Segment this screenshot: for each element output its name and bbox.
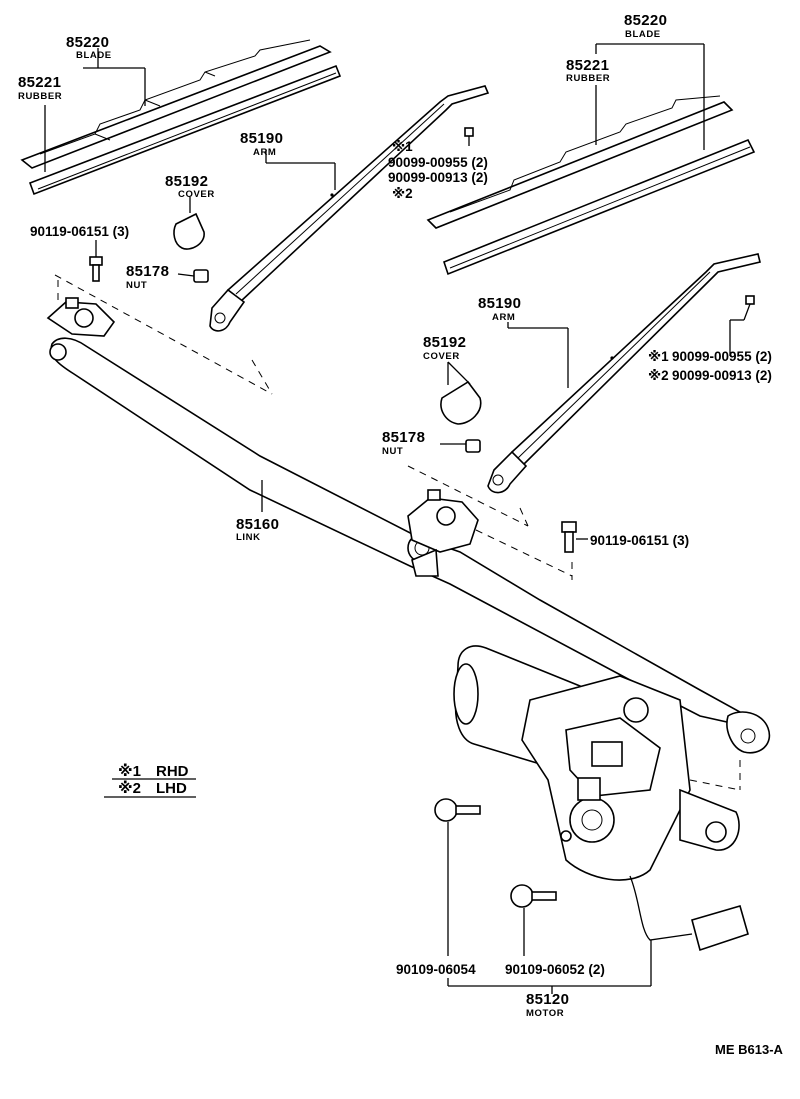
left-arm-callout [265, 150, 336, 190]
right-screw2-pn: 90099-00913 (2) [672, 368, 772, 383]
legend-mark-2: ※2 [118, 779, 141, 797]
left-arm-name: ARM [253, 147, 276, 158]
right-nut-name: NUT [382, 446, 403, 457]
left-blade-drawing [20, 39, 342, 196]
right-blade-number: 85220 [624, 12, 667, 29]
right-cover-name: COVER [423, 351, 460, 362]
motor-drawing [453, 645, 749, 952]
left-screw-mark1: ※1 [392, 139, 413, 154]
motor-number: 85120 [526, 991, 569, 1008]
right-rubber-name: RUBBER [566, 73, 610, 84]
right-pivot-drawing [407, 465, 573, 580]
right-cover-number: 85192 [423, 334, 466, 351]
right-arm-number: 85190 [478, 295, 521, 312]
motor-bolt2-drawing [510, 884, 557, 956]
left-cover-name: COVER [178, 189, 215, 200]
left-arm-number: 85190 [240, 130, 283, 147]
left-arm-drawing [209, 85, 490, 332]
right-arm-name: ARM [492, 312, 515, 323]
left-pivot-drawing [46, 274, 273, 395]
link-name: LINK [236, 532, 261, 543]
left-screw-pn1: 90099-00955 (2) [388, 155, 488, 170]
left-bolt-drawing [89, 240, 103, 282]
right-screw1-mark: ※1 [648, 349, 669, 364]
right-bolt-drawing [561, 521, 588, 553]
diagram-code: ME B613-A [715, 1042, 784, 1057]
left-nut-drawing [177, 269, 209, 283]
right-rubber-number: 85221 [566, 57, 609, 74]
link-number: 85160 [236, 516, 279, 533]
left-nut-number: 85178 [126, 263, 169, 280]
motor-name: MOTOR [526, 1008, 564, 1019]
right-screw2-mark: ※2 [648, 368, 669, 383]
right-blade-drawing [426, 95, 756, 276]
motor-bolt1-pn: 90109-06054 [396, 962, 476, 977]
left-cover-drawing [173, 197, 205, 250]
left-blade-callout [44, 48, 146, 172]
right-arm-drawing [487, 253, 761, 494]
left-blade-number: 85220 [66, 34, 109, 51]
right-cover-drawing [440, 361, 482, 425]
right-nut-drawing [440, 439, 481, 453]
motor-callout [447, 940, 652, 994]
link-drawing [49, 337, 771, 754]
right-nut-number: 85178 [382, 429, 425, 446]
legend-label-2: LHD [156, 780, 187, 797]
right-screw-drawing [729, 295, 755, 356]
right-screw1-pn: 90099-00955 (2) [672, 349, 772, 364]
legend-mark-1: ※1 [118, 762, 141, 780]
left-rubber-name: RUBBER [18, 91, 62, 102]
left-screw-pn2: 90099-00913 (2) [388, 170, 488, 185]
motor-bolt1-drawing [434, 798, 481, 956]
right-blade-name: BLADE [625, 29, 661, 40]
motor-bolt2-pn: 90109-06052 (2) [505, 962, 605, 977]
left-nut-name: NUT [126, 280, 147, 291]
right-blade-callout [595, 43, 705, 150]
left-blade-name: BLADE [76, 50, 112, 61]
right-bolt-pn: 90119-06151 (3) [590, 533, 689, 548]
left-screw-drawing [464, 127, 474, 146]
left-screw-mark2: ※2 [392, 186, 413, 201]
left-cover-number: 85192 [165, 173, 208, 190]
legend-label-1: RHD [156, 763, 189, 780]
left-rubber-number: 85221 [18, 74, 61, 91]
right-arm-callout [507, 322, 569, 388]
left-bolt-pn: 90119-06151 (3) [30, 224, 129, 239]
legend: ※1 RHD ※2 LHD [104, 762, 196, 798]
